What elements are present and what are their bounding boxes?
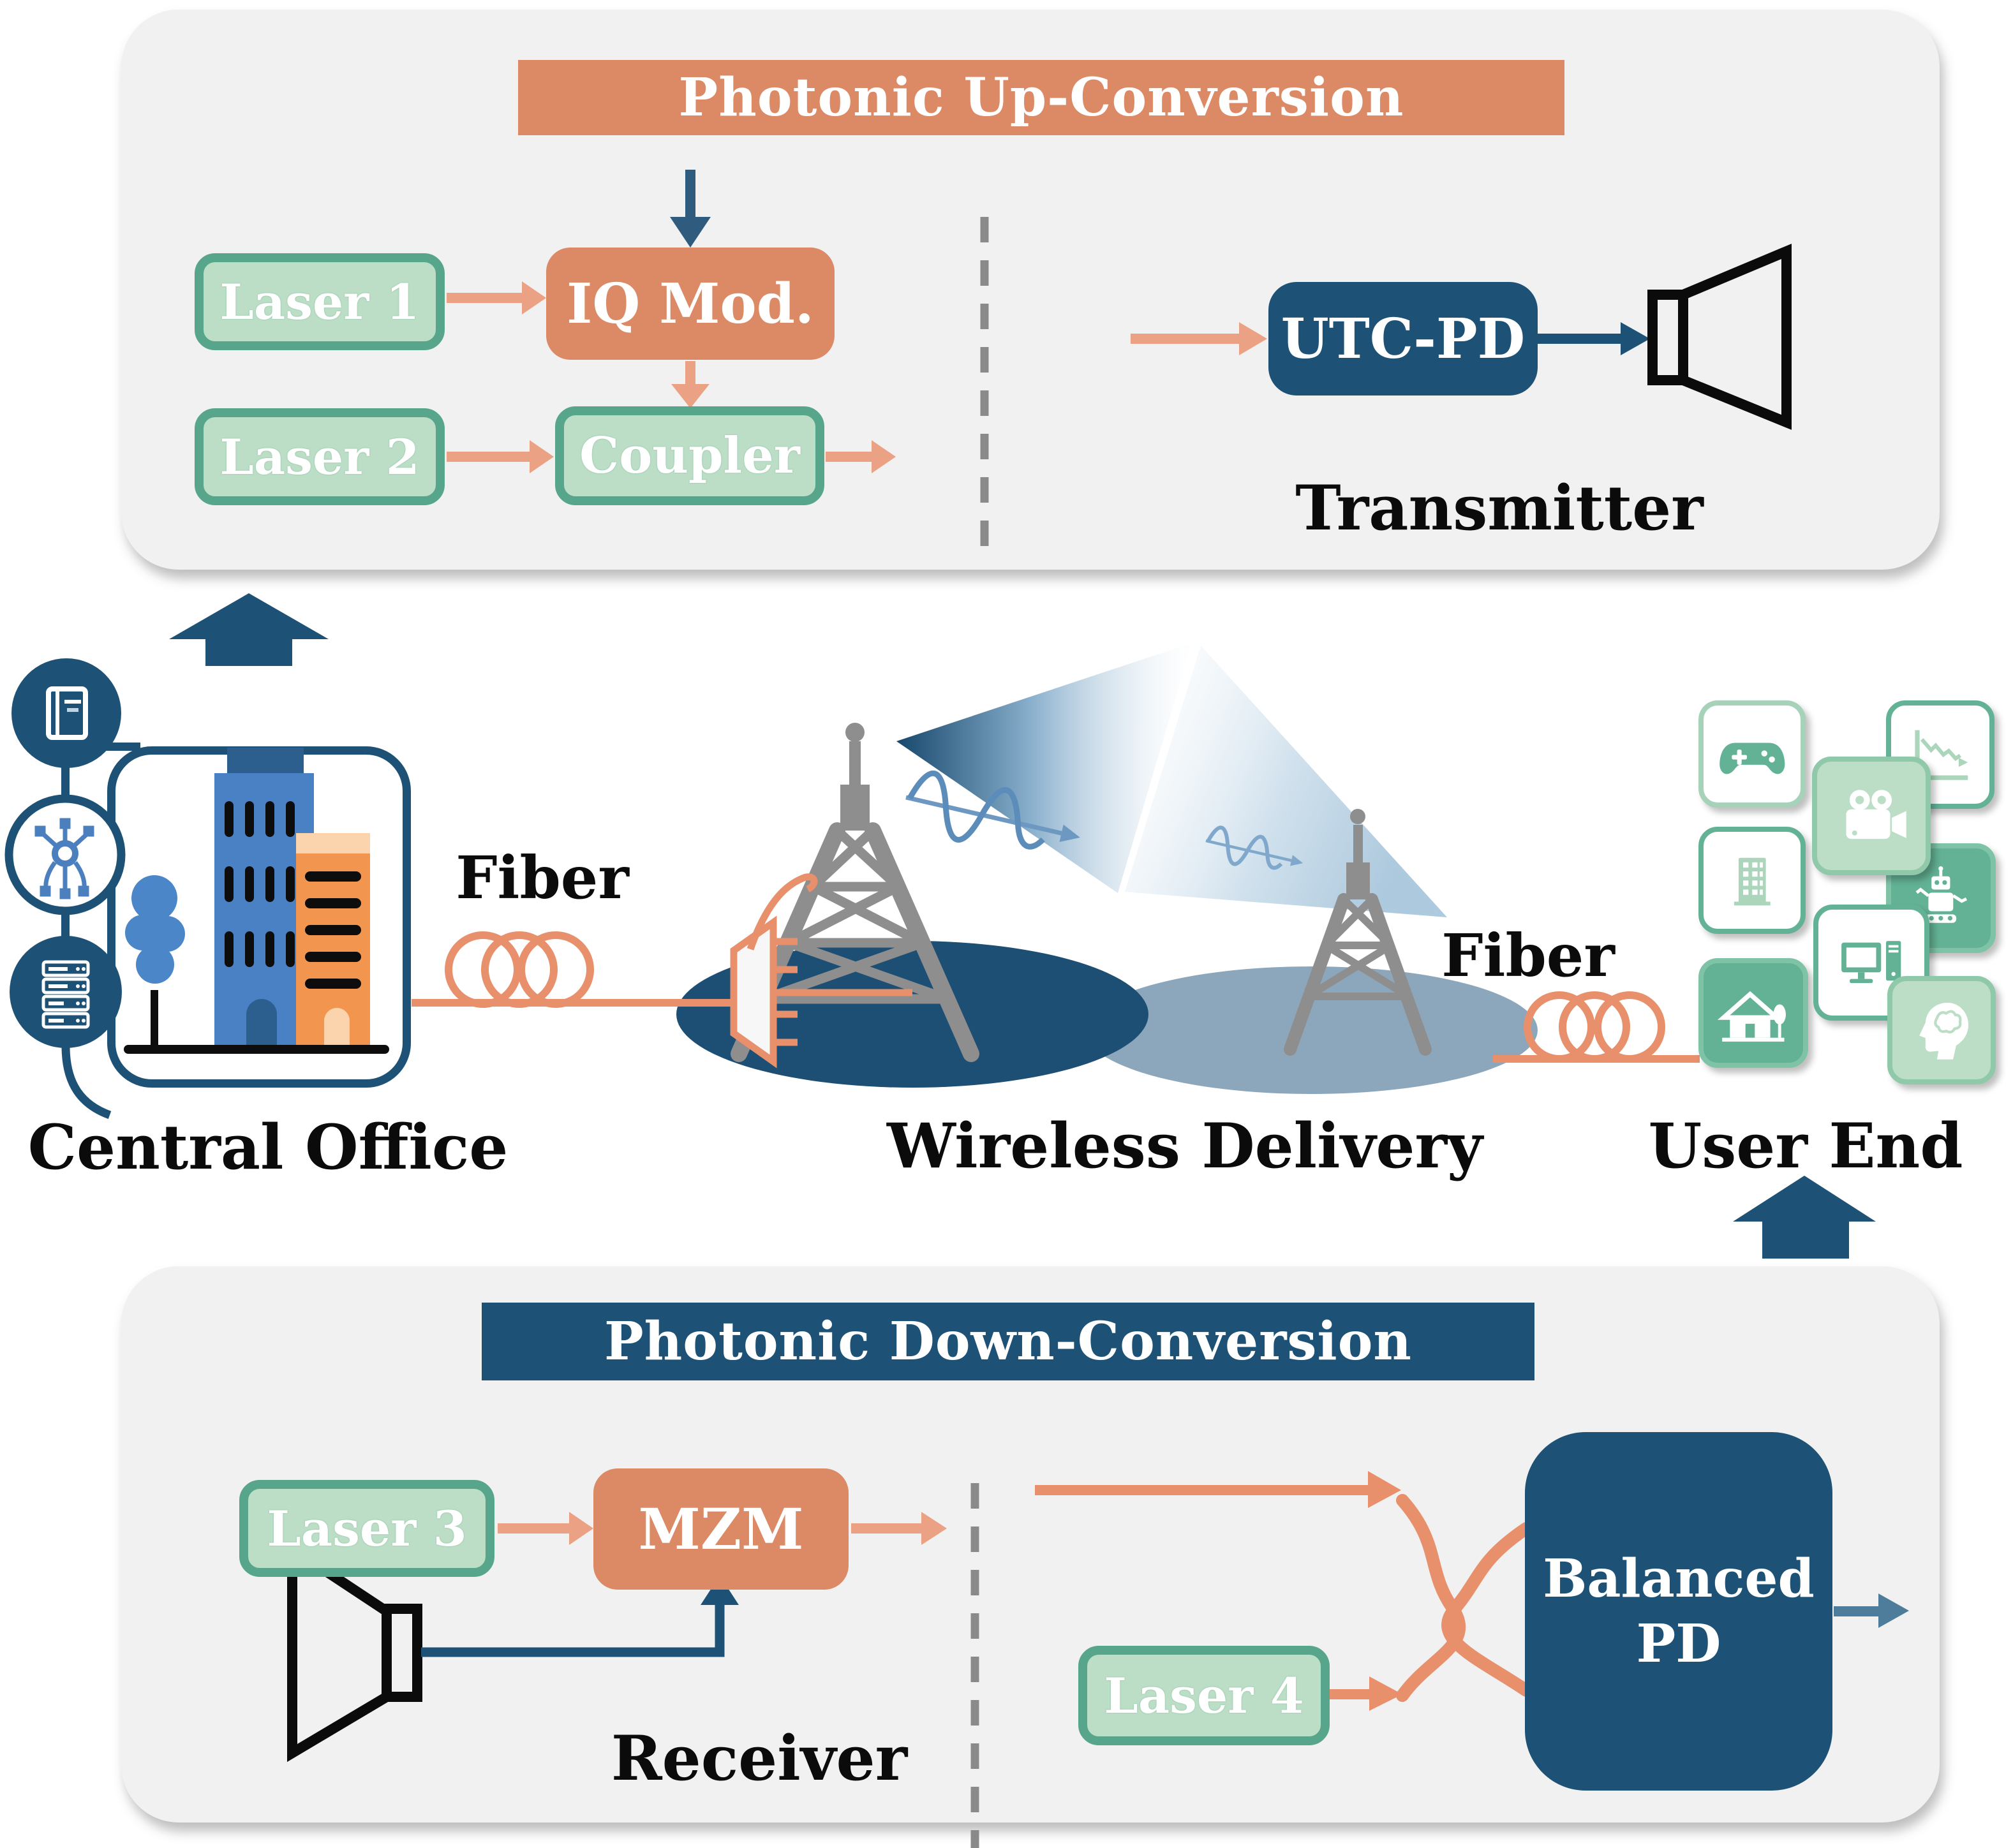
receiver-label-text: Receiver	[611, 1722, 908, 1794]
laser3-box: Laser 3	[239, 1480, 494, 1577]
laser4-box: Laser 4	[1078, 1646, 1330, 1745]
uplink-block-arrow	[169, 593, 329, 666]
laser1-label: Laser 1	[219, 273, 420, 330]
tile-line-chart	[1886, 700, 1994, 809]
receiver-label: Receiver	[504, 1722, 1014, 1794]
signal-wave-icon	[905, 770, 1080, 850]
smart-home-icon	[1718, 991, 1786, 1042]
laser3-label: Laser 3	[267, 1500, 467, 1557]
horn-antenna-icon	[287, 1539, 422, 1763]
tree-trunk	[151, 990, 158, 1051]
orange-building-top	[296, 833, 370, 856]
up-conversion-banner: Photonic Up-Conversion	[518, 60, 1564, 135]
utc-pd-label: UTC-PD	[1281, 306, 1526, 371]
fiber-splitter-icon	[730, 873, 912, 1068]
central-office-label-text: Central Office	[27, 1111, 509, 1183]
fiber-left-label-text: Fiber	[456, 843, 629, 912]
right-cell-ellipse	[1085, 966, 1538, 1094]
rf-input-arrow	[670, 170, 711, 248]
radio-tower-icon	[1284, 809, 1432, 1056]
balanced-pd-box: Balanced PD	[1525, 1432, 1832, 1791]
central-office-illustration	[124, 748, 389, 1054]
laser1-arrow	[447, 281, 546, 314]
ai-gear-icon	[4, 794, 126, 915]
orange-building-door	[324, 1008, 350, 1049]
fiber-coil-left	[412, 931, 734, 1008]
iq-modulator-box: IQ Mod.	[546, 248, 835, 360]
coupler-output-arrow	[826, 440, 896, 473]
laser2-arrow	[447, 440, 554, 473]
game-controller-icon	[1719, 743, 1785, 774]
balanced-pd-output-arrow	[1834, 1593, 1909, 1628]
utcpd-input-arrow	[1131, 322, 1267, 355]
document-book-icon	[11, 658, 121, 768]
wireless-delivery-label-text: Wireless Delivery	[887, 1110, 1483, 1182]
down-conversion-banner-label: Photonic Down-Conversion	[604, 1311, 1413, 1372]
user-end-label-text: User End	[1648, 1110, 1963, 1182]
fiber-right-label: Fiber	[1394, 921, 1662, 990]
central-office-label: Central Office	[19, 1111, 517, 1183]
down-conversion-banner: Photonic Down-Conversion	[482, 1303, 1534, 1380]
iqmod-to-coupler-arrow	[671, 361, 709, 408]
left-cell-ellipse	[676, 941, 1148, 1088]
ai-brain-icon	[1919, 1002, 1969, 1060]
laser2-box: Laser 2	[195, 408, 445, 505]
fiber-coil-right	[1493, 991, 1700, 1063]
mzm-output-arrow	[851, 1512, 947, 1545]
coupler-box: Coupler	[555, 406, 824, 505]
movie-camera-icon	[1846, 789, 1906, 839]
iq-modulator-label: IQ Mod.	[567, 271, 814, 336]
tile-ai-brain	[1887, 976, 1996, 1084]
transmitter-label-text: Transmitter	[1295, 472, 1704, 544]
rf-received-arrow	[1035, 1471, 1401, 1508]
balanced-pd-label-line2: PD	[1636, 1613, 1721, 1674]
wireless-beams	[896, 643, 1447, 917]
user-end-label: User End	[1582, 1110, 2013, 1182]
signal-wave-icon	[1205, 825, 1304, 870]
server-stack-icon	[10, 936, 122, 1048]
optical-coupler-x	[1396, 1494, 1533, 1702]
office-building-icon	[1734, 857, 1771, 906]
wireless-delivery-label: Wireless Delivery	[887, 1110, 1483, 1182]
up-conversion-banner-label: Photonic Up-Conversion	[678, 67, 1404, 128]
balanced-pd-label-line1: Balanced	[1543, 1548, 1815, 1609]
tile-game-controller	[1698, 700, 1806, 808]
tree-icon	[125, 875, 185, 984]
panel-divider-dashes	[970, 217, 989, 1848]
horn-antenna-icon	[1647, 243, 1792, 430]
tile-movie-camera	[1812, 757, 1931, 875]
laser2-label: Laser 2	[219, 428, 420, 485]
tile-smart-home	[1698, 958, 1808, 1068]
laser4-arrow	[1330, 1676, 1402, 1711]
desktop-computer-icon	[1841, 941, 1901, 984]
fiber-right-label-text: Fiber	[1441, 921, 1615, 990]
horn-to-mzm-arrow	[421, 1576, 739, 1657]
tile-office-building	[1698, 827, 1806, 934]
mzm-box: MZM	[593, 1468, 849, 1590]
ground-line	[124, 1045, 389, 1054]
central-office-services	[4, 658, 140, 1120]
laser4-label: Laser 4	[1104, 1667, 1304, 1724]
downlink-block-arrow	[1733, 1176, 1876, 1259]
utc-pd-box: UTC-PD	[1268, 282, 1538, 395]
laser1-box: Laser 1	[195, 253, 445, 350]
utcpd-output-arrow	[1538, 322, 1650, 355]
fiber-left-label: Fiber	[408, 843, 676, 912]
building-door	[246, 999, 277, 1049]
transmitter-label: Transmitter	[1244, 472, 1755, 544]
robot-icon	[1915, 866, 1968, 923]
mzm-label: MZM	[638, 1496, 804, 1562]
laser3-arrow	[498, 1512, 593, 1545]
coupler-label: Coupler	[579, 427, 800, 485]
